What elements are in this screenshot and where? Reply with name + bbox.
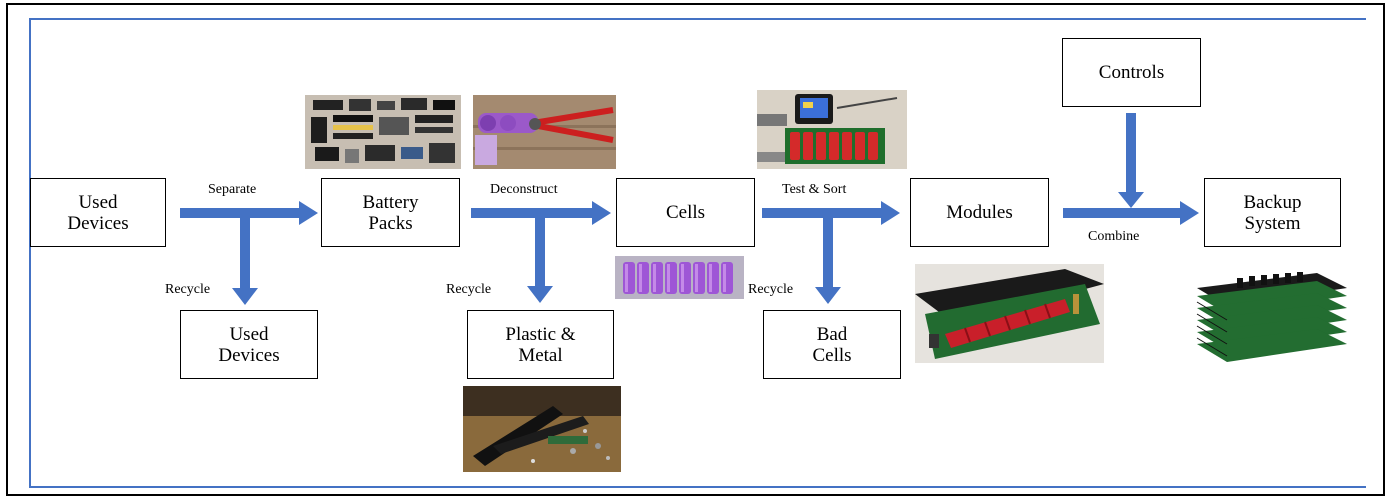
edge-label-deconstruct: Deconstruct [490, 182, 558, 197]
plastic-metal-photo [463, 386, 621, 472]
arrow-combine [1063, 201, 1199, 225]
backup-system-photo [1167, 268, 1359, 369]
node-plastic-metal-label: Plastic & Metal [505, 323, 576, 366]
node-battery-packs: Battery Packs [321, 178, 460, 247]
node-used-devices: Used Devices [30, 178, 166, 247]
node-cells-label: Cells [665, 202, 706, 223]
edge-label-recycle-2: Recycle [446, 282, 492, 297]
edge-label-test-sort: Test & Sort [782, 182, 847, 197]
node-modules-label: Modules [946, 202, 1013, 223]
test-sort-photo [757, 90, 907, 169]
node-plastic-metal: Plastic & Metal [467, 310, 614, 379]
node-modules: Modules [910, 178, 1049, 247]
arrow-recycle-3 [815, 218, 841, 304]
arrow-recycle-2 [527, 218, 553, 303]
edge-label-recycle-3: Recycle [748, 282, 794, 297]
node-used-devices-recycled: Used Devices [180, 310, 318, 379]
edge-label-combine: Combine [1088, 229, 1140, 244]
node-battery-packs-label: Battery Packs [362, 191, 419, 234]
arrow-test-sort [762, 201, 900, 225]
edge-label-separate: Separate [208, 182, 257, 197]
node-used-devices-recycled-label: Used Devices [218, 323, 280, 366]
node-controls-label: Controls [1098, 62, 1165, 83]
deconstruct-photo [473, 95, 616, 169]
arrow-controls [1118, 113, 1144, 208]
battery-packs-photo [305, 95, 461, 169]
arrow-deconstruct [471, 201, 611, 225]
diagram-frame [29, 18, 1366, 488]
node-used-devices-label: Used Devices [67, 191, 129, 234]
arrow-separate [180, 201, 318, 225]
arrow-recycle-1 [232, 218, 258, 305]
outer-frame [6, 3, 1385, 496]
node-backup-system: Backup System [1204, 178, 1341, 247]
node-bad-cells-label: Bad Cells [812, 323, 852, 366]
node-controls: Controls [1062, 38, 1201, 107]
cells-photo [615, 256, 744, 299]
node-cells: Cells [616, 178, 755, 247]
node-backup-system-label: Backup System [1243, 191, 1302, 234]
edge-label-recycle-1: Recycle [165, 282, 211, 297]
modules-photo [915, 264, 1104, 363]
node-bad-cells: Bad Cells [763, 310, 901, 379]
